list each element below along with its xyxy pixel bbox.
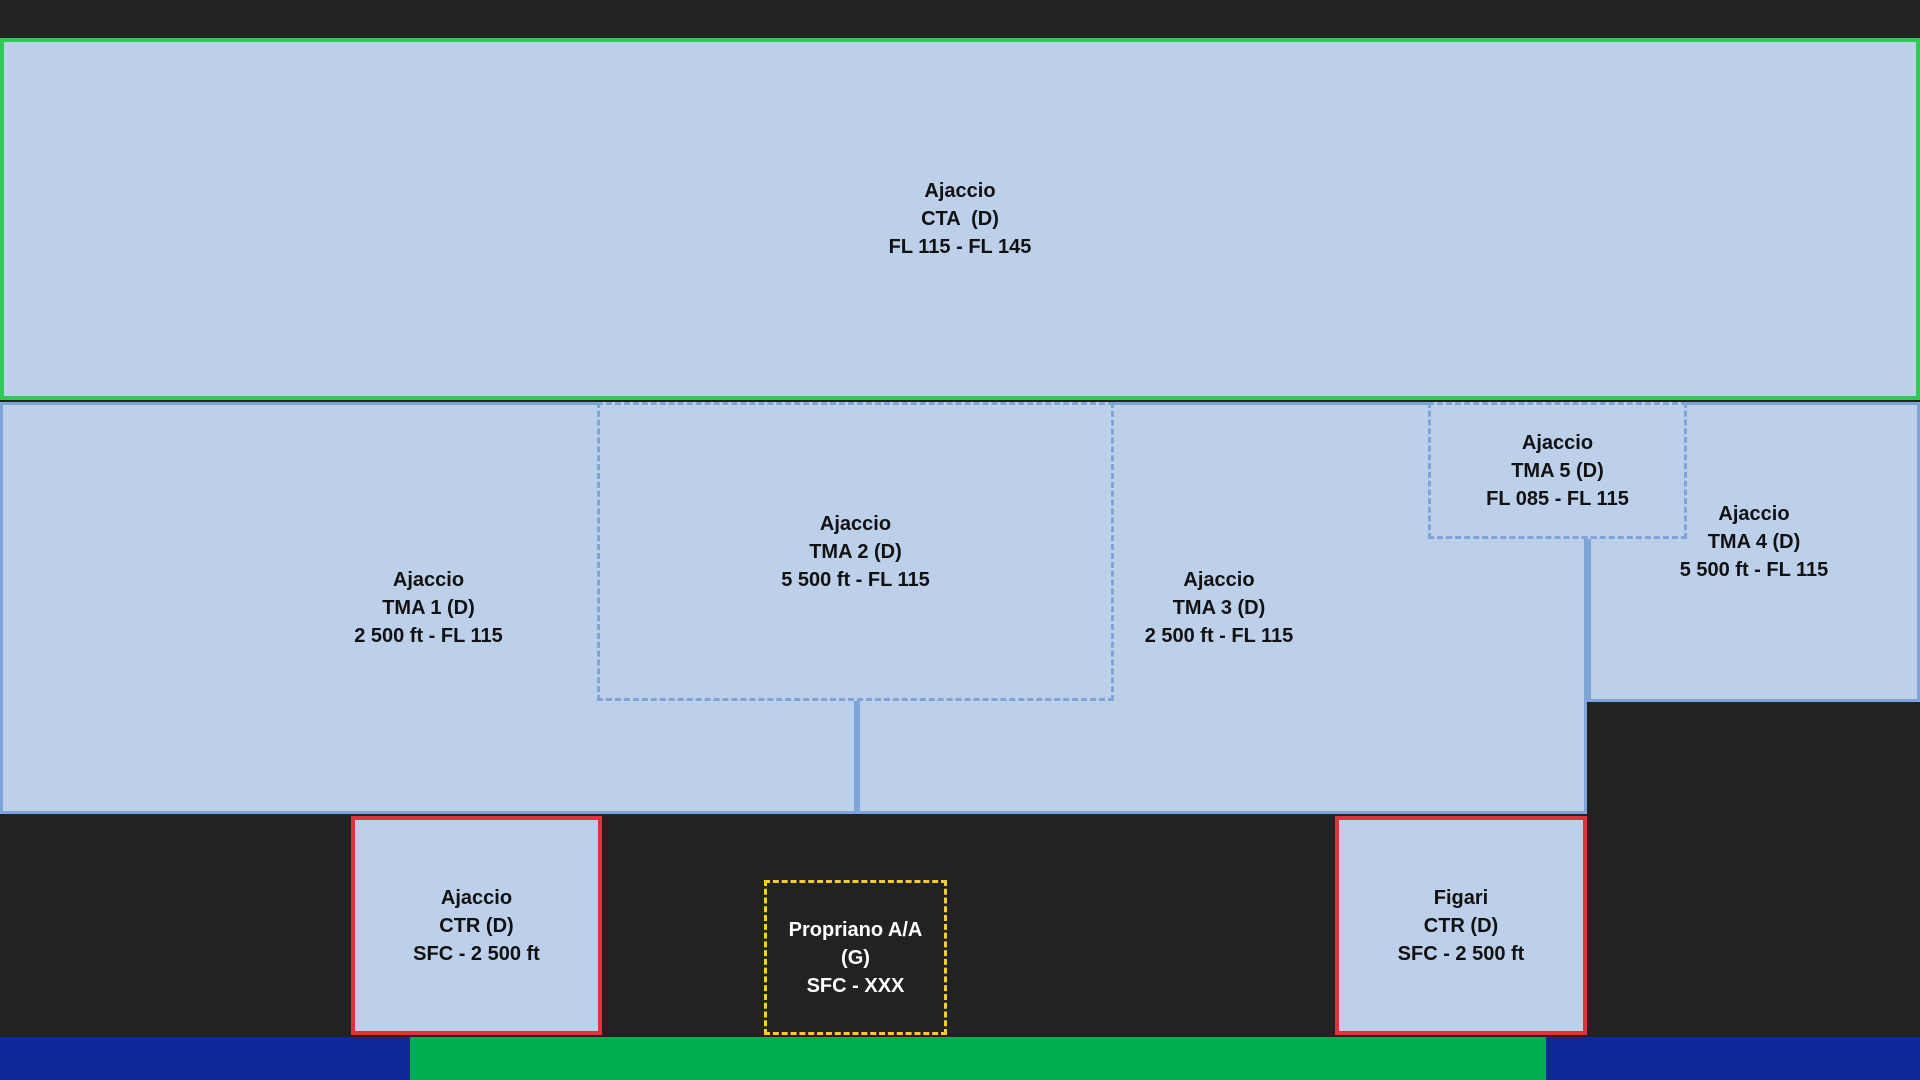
zone-name: Ajaccio bbox=[1521, 431, 1594, 454]
zone-class: CTA (D) bbox=[921, 208, 999, 230]
zone-limits: SFC - 2 500 ft bbox=[1397, 942, 1525, 965]
ajaccio-tma5-zone: Ajaccio TMA 5 (D) FL 085 - FL 115 bbox=[1428, 402, 1687, 539]
zone-class: TMA 1 (D) bbox=[382, 597, 475, 619]
zone-label: Ajaccio TMA 1 (D) 2 500 ft - FL 115 bbox=[354, 566, 503, 650]
zone-class: TMA 4 (D) bbox=[1707, 531, 1801, 553]
zone-limits: 2 500 ft - FL 115 bbox=[354, 625, 503, 647]
zone-limits: 2 500 ft - FL 115 bbox=[1144, 625, 1294, 647]
zone-name: Ajaccio bbox=[392, 569, 465, 591]
band-center-green bbox=[410, 1037, 1546, 1080]
zone-class: CTR (D) bbox=[1423, 914, 1499, 937]
zone-name: Ajaccio bbox=[819, 512, 892, 535]
zone-name: Ajaccio bbox=[1183, 569, 1255, 591]
propriano-aa-zone: Propriano A/A (G) SFC - XXX bbox=[764, 880, 947, 1035]
zone-label: Ajaccio TMA 2 (D) 5 500 ft - FL 115 bbox=[781, 510, 930, 594]
zone-limits: SFC - 2 500 ft bbox=[413, 942, 540, 965]
zone-class: TMA 3 (D) bbox=[1172, 597, 1266, 619]
zone-class: TMA 5 (D) bbox=[1511, 459, 1604, 482]
zone-label: Ajaccio TMA 3 (D) 2 500 ft - FL 115 bbox=[1145, 566, 1294, 650]
zone-limits: SFC - XXX bbox=[806, 974, 905, 997]
zone-label: Ajaccio TMA 4 (D) 5 500 ft - FL 115 bbox=[1680, 500, 1829, 584]
zone-limits: 5 500 ft - FL 115 bbox=[781, 568, 930, 591]
zone-limits: 5 500 ft - FL 115 bbox=[1679, 559, 1829, 581]
ajaccio-ctr-zone: Ajaccio CTR (D) SFC - 2 500 ft bbox=[351, 816, 602, 1035]
figari-ctr-zone: Figari CTR (D) SFC - 2 500 ft bbox=[1335, 816, 1587, 1035]
zone-label: Ajaccio TMA 5 (D) FL 085 - FL 115 bbox=[1486, 429, 1629, 513]
ajaccio-tma2-zone: Ajaccio TMA 2 (D) 5 500 ft - FL 115 bbox=[597, 402, 1114, 701]
zone-label: Ajaccio CTA (D) FL 115 - FL 145 bbox=[889, 177, 1032, 261]
zone-label: Figari CTR (D) SFC - 2 500 ft bbox=[1398, 884, 1525, 968]
zone-name: Propriano A/A bbox=[788, 918, 923, 941]
zone-limits: FL 115 - FL 145 bbox=[888, 236, 1032, 258]
zone-class: TMA 2 (D) bbox=[809, 540, 902, 563]
band-left-blue bbox=[0, 1037, 410, 1080]
ajaccio-cta-zone: Ajaccio CTA (D) FL 115 - FL 145 bbox=[0, 38, 1920, 400]
bottom-color-band bbox=[0, 1037, 1920, 1080]
zone-label: Propriano A/A (G) SFC - XXX bbox=[789, 916, 923, 1000]
zone-limits: FL 085 - FL 115 bbox=[1486, 487, 1629, 510]
zone-class: (G) bbox=[841, 946, 870, 969]
zone-name: Ajaccio bbox=[924, 180, 996, 202]
zone-label: Ajaccio CTR (D) SFC - 2 500 ft bbox=[413, 884, 540, 968]
zone-name: Figari bbox=[1433, 886, 1489, 909]
zone-name: Ajaccio bbox=[1718, 503, 1790, 525]
zone-class: CTR (D) bbox=[439, 914, 514, 937]
zone-name: Ajaccio bbox=[440, 886, 513, 909]
band-right-blue bbox=[1546, 1037, 1920, 1080]
